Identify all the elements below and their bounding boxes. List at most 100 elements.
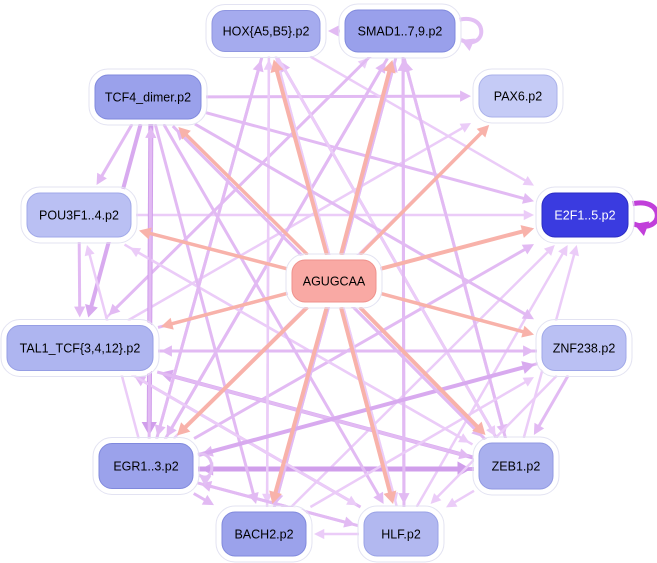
node-outer-ring bbox=[472, 436, 560, 496]
node-HOX[interactable]: HOX{A5,B5}.p2 bbox=[205, 4, 327, 58]
arrowhead-POU3F1-TAL1 bbox=[74, 306, 86, 318]
node-box-HLF[interactable] bbox=[363, 511, 439, 557]
arrowhead-TAL1-ZEB1 bbox=[458, 448, 471, 460]
edge-TAL1-PAX6 bbox=[127, 126, 465, 322]
node-PAX6[interactable]: PAX6.p2 bbox=[472, 68, 564, 124]
arrowhead-EGR1-BACH2 bbox=[201, 494, 214, 506]
node-box-SMAD[interactable] bbox=[344, 9, 456, 53]
edge-TAL1-HLF bbox=[128, 371, 351, 503]
edge-SMAD-HLF bbox=[401, 56, 406, 496]
edge-AGUGCAA-ZNF238 bbox=[380, 291, 526, 334]
node-box-AGUGCAA[interactable] bbox=[291, 259, 377, 303]
node-outer-ring bbox=[285, 253, 383, 309]
arrowhead-SMAD-EGR1 bbox=[166, 424, 177, 438]
edge-TCF4-ZNF238 bbox=[194, 122, 528, 317]
edge-EGR1-BACH2 bbox=[192, 492, 208, 503]
arrowhead-ZNF238-ZEB1 bbox=[533, 422, 545, 435]
edge-ZNF238-ZEB1 bbox=[537, 374, 570, 429]
arrowhead-HOX-ZEB1 bbox=[486, 425, 496, 437]
edge-AGUGCAA-BACH2 bbox=[273, 306, 329, 495]
node-BACH2[interactable]: BACH2.p2 bbox=[215, 505, 313, 563]
node-box-PAX6[interactable] bbox=[478, 74, 558, 118]
edge-HOX-EGR1 bbox=[158, 56, 264, 429]
arrowhead-TAL1-ZNF238 bbox=[523, 345, 534, 357]
node-POU3F1[interactable]: POU3F1..4.p2 bbox=[20, 186, 138, 244]
edge-AGUGCAA-EGR1 bbox=[182, 305, 309, 430]
node-box-ZNF238[interactable] bbox=[541, 325, 627, 371]
node-outer-ring bbox=[88, 68, 208, 126]
edge-TCF4-BACH2 bbox=[153, 123, 256, 496]
edge-AGUGCAA-HLF bbox=[338, 306, 393, 495]
node-outer-ring bbox=[215, 505, 313, 563]
edge-EGR1-TCF4 bbox=[147, 135, 153, 439]
edge-POU3F1-ZEB1 bbox=[123, 243, 463, 440]
edge-AGUGCAA-POU3F1 bbox=[147, 231, 288, 271]
node-box-TAL1[interactable] bbox=[6, 325, 154, 371]
edge-EGR1-HLF bbox=[196, 481, 348, 525]
arrowhead-TCF4-TAL1 bbox=[85, 303, 98, 318]
arrowhead-TAL1-HLF bbox=[346, 495, 358, 506]
node-EGR1[interactable]: EGR1..3.p2 bbox=[92, 437, 200, 495]
arrowhead-HOX-E2F1 bbox=[522, 176, 534, 186]
node-outer-ring bbox=[20, 186, 138, 244]
arrowhead-ZNF238-HLF bbox=[430, 493, 442, 504]
arrowhead-ZEB1-HLF bbox=[446, 497, 458, 508]
node-box-ZEB1[interactable] bbox=[478, 442, 554, 490]
arrowhead-POU3F1-ZEB1 bbox=[458, 433, 470, 443]
node-HLF[interactable]: HLF.p2 bbox=[357, 505, 445, 563]
node-SMAD[interactable]: SMAD1..7,9.p2 bbox=[338, 3, 462, 59]
node-box-EGR1[interactable] bbox=[98, 443, 194, 489]
edge-TAL1-ZEB1 bbox=[156, 370, 463, 456]
edge-AGUGCAA-TCF4 bbox=[183, 132, 309, 257]
arrowhead-ZEB1-E2F1 bbox=[569, 245, 579, 257]
node-outer-ring bbox=[472, 68, 564, 124]
edge-SMAD-ZEB1 bbox=[402, 57, 504, 428]
node-outer-ring bbox=[0, 319, 160, 377]
arrowhead-TCF4-ZNF238 bbox=[521, 308, 534, 320]
arrowhead-EGR1-TCF4 bbox=[145, 127, 157, 138]
self-loop-arrowhead-E2F1 bbox=[634, 221, 650, 237]
arrowhead-EGR1-HLF bbox=[343, 516, 356, 528]
edge-EGR1-E2F1 bbox=[193, 247, 528, 440]
arrowhead-AGUGCAA-PAX6 bbox=[476, 125, 490, 138]
edge-AGUGCAA-PAX6 bbox=[358, 130, 484, 257]
arrowhead-TCF4-PAX6 bbox=[460, 90, 471, 102]
arrowhead-AGUGCAA-BACH2 bbox=[269, 490, 282, 504]
node-outer-ring bbox=[535, 319, 633, 377]
edge-TCF4-HLF bbox=[162, 123, 381, 498]
node-E2F1[interactable]: E2F1..5.p2 bbox=[535, 186, 635, 244]
edge-EGR1-ZNF238 bbox=[198, 365, 526, 457]
arrowhead-AGUGCAA-TCF4 bbox=[178, 127, 191, 140]
node-box-E2F1[interactable] bbox=[541, 192, 629, 238]
edge-AGUGCAA-ZEB1 bbox=[358, 305, 480, 430]
edge-ZEB1-HLF bbox=[452, 489, 475, 505]
node-ZNF238[interactable]: ZNF238.p2 bbox=[535, 319, 633, 377]
arrowhead-AGUGCAA-SMAD bbox=[382, 60, 396, 74]
node-outer-ring bbox=[92, 437, 200, 495]
node-box-TCF4[interactable] bbox=[94, 74, 202, 120]
arrowhead-TCF4-POU3F1 bbox=[96, 172, 107, 185]
node-AGUGCAA[interactable]: AGUGCAA bbox=[285, 253, 383, 309]
node-TCF4[interactable]: TCF4_dimer.p2 bbox=[88, 68, 208, 126]
arrowhead-AGUGCAA-EGR1 bbox=[176, 422, 191, 436]
arrowhead-BACH2-E2F1 bbox=[543, 245, 555, 256]
node-box-HOX[interactable] bbox=[211, 10, 321, 52]
arrowhead-BACH2-ZNF238 bbox=[522, 377, 534, 387]
arrowhead-TCF4-E2F1 bbox=[522, 192, 534, 204]
edges-layer bbox=[74, 17, 657, 540]
edge-AGUGCAA-E2F1 bbox=[380, 229, 525, 271]
arrowhead-TAL1-PAX6 bbox=[459, 123, 471, 133]
edge-HOX-E2F1 bbox=[309, 55, 528, 183]
node-box-BACH2[interactable] bbox=[221, 511, 307, 557]
node-ZEB1[interactable]: ZEB1.p2 bbox=[472, 436, 560, 496]
arrowhead-AGUGCAA-ZNF238 bbox=[521, 325, 534, 338]
node-box-POU3F1[interactable] bbox=[26, 192, 132, 238]
node-outer-ring bbox=[205, 4, 327, 58]
self-loop-arrowhead-SMAD bbox=[461, 38, 475, 52]
node-outer-ring bbox=[338, 3, 462, 59]
self-loop-arrowhead-EGR1 bbox=[199, 475, 212, 486]
edge-SMAD-TAL1 bbox=[113, 53, 373, 311]
node-TAL1[interactable]: TAL1_TCF{3,4,12}.p2 bbox=[0, 319, 160, 377]
arrowhead-HLF-E2F1 bbox=[558, 245, 568, 257]
